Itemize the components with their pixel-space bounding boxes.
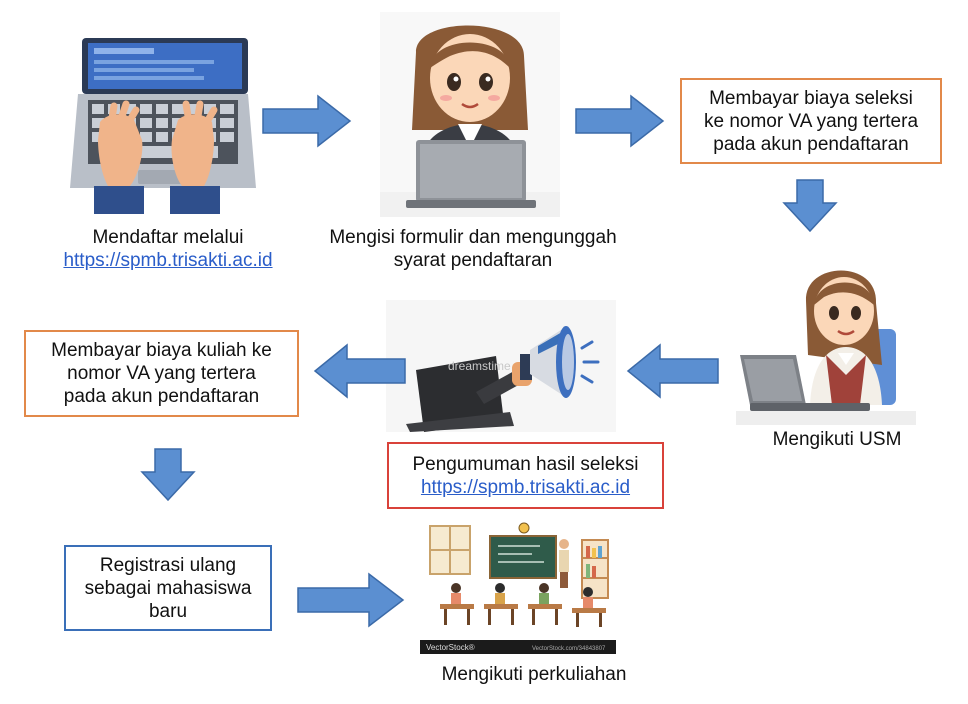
arrow-right-2: [575, 94, 665, 148]
reregister-line1: Registrasi ulang: [99, 554, 237, 576]
fill-form-line1: Mengisi formulir dan mengunggah: [329, 227, 617, 248]
reregister-box: Registrasi ulang sebagai mahasiswa baru: [64, 545, 272, 631]
announcement-text: Pengumuman hasil seleksi: [412, 453, 639, 475]
arrow-right-3: [297, 572, 405, 628]
fill-form-caption: Mengisi formulir dan mengunggah syarat p…: [318, 226, 628, 272]
woman-laptop-icon: [380, 12, 560, 217]
vectorstock-id-watermark: VectorStock.com/34843807: [532, 646, 606, 652]
pay-tuition-line3: pada akun pendaftaran: [63, 386, 260, 407]
student-usm-icon: [736, 255, 916, 425]
classroom-icon: VectorStock® VectorStock.com/34843807: [420, 520, 616, 654]
reregister-line2: sebagai mahasiswa: [84, 577, 252, 599]
pay-tuition-line1: Membayar biaya kuliah ke: [51, 340, 272, 361]
megaphone-laptop-icon: dreamstime: [386, 300, 616, 432]
arrow-down-2: [140, 448, 196, 502]
fill-form-line2: syarat pendaftaran: [393, 250, 553, 271]
register-caption: Mendaftar melalui https://spmb.trisakti.…: [38, 226, 298, 272]
arrow-down-1: [782, 179, 838, 233]
pay-selection-line2: ke nomor VA yang tertera: [703, 110, 919, 132]
usm-caption: Mengikuti USM: [772, 429, 902, 450]
reregister-line3: baru: [148, 600, 188, 622]
register-text: Mendaftar melalui: [92, 227, 244, 248]
lectures-caption: Mengikuti perkuliahan: [441, 664, 627, 685]
pay-selection-box: Membayar biaya seleksi ke nomor VA yang …: [680, 78, 942, 164]
dreamstime-watermark: dreamstime: [448, 359, 511, 373]
arrow-left-1: [626, 343, 720, 399]
arrow-right-1: [262, 94, 352, 148]
arrow-left-2: [313, 343, 407, 399]
laptop-typing-icon: [68, 36, 258, 214]
pay-tuition-line2: nomor VA yang tertera: [67, 363, 256, 384]
announcement-link[interactable]: https://spmb.trisakti.ac.id: [420, 476, 631, 498]
register-link[interactable]: https://spmb.trisakti.ac.id: [63, 250, 273, 271]
pay-tuition-box: Membayar biaya kuliah ke nomor VA yang t…: [24, 330, 299, 417]
announcement-box: Pengumuman hasil seleksi https://spmb.tr…: [387, 442, 664, 509]
pay-selection-line1: Membayar biaya seleksi: [709, 87, 913, 109]
pay-selection-line3: pada akun pendaftaran: [713, 133, 909, 155]
vectorstock-watermark: VectorStock®: [426, 643, 475, 652]
